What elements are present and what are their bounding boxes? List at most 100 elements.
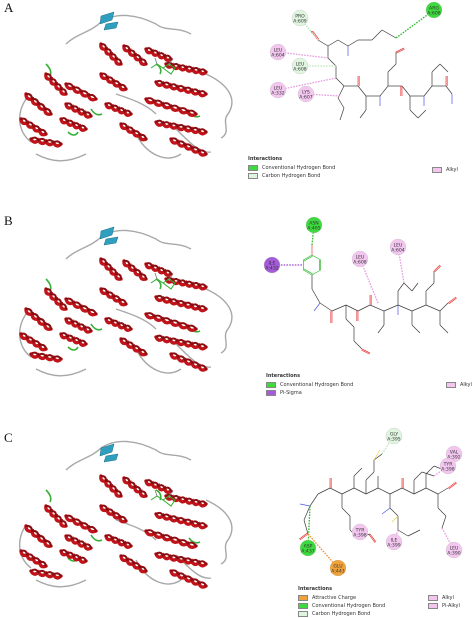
interaction-legend-right-c: Alkyl Pi-Alkyl <box>428 594 460 610</box>
helix-back <box>155 511 207 527</box>
helix-back <box>120 554 147 572</box>
coil-segment <box>65 236 102 260</box>
ligand-bond <box>373 449 381 461</box>
helix-ribbon <box>99 504 128 524</box>
helix-back <box>145 479 172 492</box>
helix-ribbon <box>154 294 208 313</box>
protein-structure-b <box>19 226 233 377</box>
residue-disc <box>305 216 323 234</box>
helix-ribbon <box>122 44 148 67</box>
interaction-line <box>397 246 405 284</box>
ligand-bond <box>437 487 449 495</box>
ligand-bond <box>381 507 391 515</box>
legend-swatch <box>428 595 438 601</box>
legend-title: Interactions <box>298 586 333 592</box>
helix-ribbon <box>64 82 98 102</box>
legend-swatch <box>248 173 258 179</box>
ligand-bond <box>299 503 311 507</box>
helix-back <box>155 119 207 133</box>
ligand-bond <box>368 534 376 543</box>
legend-item: Attractive Charge <box>298 594 385 602</box>
ligand-bond <box>411 304 427 312</box>
ligand-bond <box>341 487 355 495</box>
beta-sheet <box>103 21 119 31</box>
beta-sheet <box>103 453 119 463</box>
ligand-bond <box>407 529 421 537</box>
ligand-bond <box>353 340 363 350</box>
helix-back <box>105 317 132 330</box>
helix-back <box>30 568 62 577</box>
residue-disc <box>263 256 281 274</box>
helix-back <box>25 307 52 330</box>
residue-name: ILE <box>391 537 398 543</box>
ligand-bond <box>311 288 321 304</box>
legend-title: Interactions <box>248 156 283 162</box>
ligand-bond <box>303 505 311 521</box>
helix-ribbon <box>19 332 48 352</box>
ligand-stick <box>154 489 174 497</box>
legend-swatch <box>298 595 308 601</box>
ligand-bond <box>434 265 442 273</box>
residue-name: ASP <box>304 543 313 549</box>
ligand-bond <box>448 297 457 305</box>
helix-back <box>30 136 62 145</box>
ligand-bond <box>397 529 409 537</box>
helix-ribbon <box>19 549 48 569</box>
ligand-bond <box>413 471 423 481</box>
coil-segment <box>205 288 233 354</box>
helix-ribbon <box>24 524 53 548</box>
residue-disc <box>269 81 287 99</box>
ligand-bond <box>299 532 308 540</box>
residue-disc <box>385 427 403 445</box>
coil-segment <box>205 73 233 139</box>
residue-number: A:437 <box>301 549 314 555</box>
helix-back <box>145 312 197 330</box>
ligand-stick <box>154 57 174 65</box>
interaction-legend-c: Interactions Attractive Charge Conventio… <box>298 586 385 618</box>
legend-swatch <box>446 382 456 388</box>
helix-ribbon <box>122 259 148 282</box>
helix-back <box>123 44 147 65</box>
helix-front <box>169 569 208 589</box>
ligand-bond <box>445 85 453 95</box>
helix-ribbon <box>19 117 48 137</box>
ligand-bond <box>303 254 313 261</box>
legend-swatch <box>248 165 258 171</box>
helix-back <box>145 47 172 60</box>
legend-swatch <box>266 390 276 396</box>
helix-back <box>155 294 207 310</box>
ligand-bond <box>369 304 385 312</box>
helix-ribbon <box>144 262 173 277</box>
helix-ribbon <box>104 317 133 332</box>
helix-ribbon <box>164 276 208 291</box>
ligand-bond <box>303 519 309 535</box>
helix-ribbon <box>104 102 133 117</box>
helix-ribbon <box>169 569 208 589</box>
helix-ribbon <box>64 297 98 317</box>
beta-sheet <box>99 226 115 240</box>
beta-sheet <box>99 443 115 457</box>
ligand-bond <box>417 109 427 119</box>
residue-name: LEU <box>356 254 365 260</box>
ligand-bond <box>312 31 320 40</box>
helix-back <box>60 117 87 130</box>
ligand-bond <box>311 269 321 276</box>
ligand-bond <box>319 302 333 312</box>
helix-ribbon <box>154 119 208 136</box>
helix-back <box>123 476 147 497</box>
legend-item: Conventional Hydrogen Bond <box>248 164 335 172</box>
ligand-bond <box>401 487 415 495</box>
ligand-bond <box>425 487 439 495</box>
ligand-bond <box>411 282 419 292</box>
helix-ribbon <box>99 257 123 281</box>
ligand-bond <box>389 507 399 517</box>
helix-back <box>60 549 87 562</box>
helix-ribbon <box>144 97 198 117</box>
helix-ribbon <box>99 42 123 66</box>
